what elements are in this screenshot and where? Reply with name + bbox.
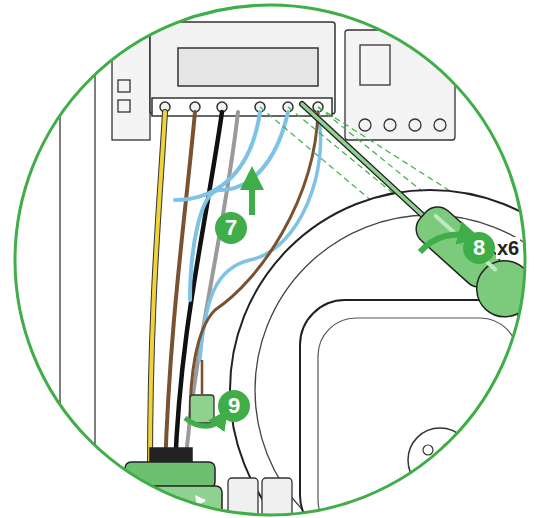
callout-number: 7 bbox=[225, 217, 237, 239]
lift-arrow bbox=[249, 178, 255, 215]
tighten-arrow bbox=[185, 418, 222, 426]
socket-housing bbox=[230, 190, 540, 518]
detail-frame bbox=[15, 5, 525, 515]
callout-number: 8 bbox=[473, 237, 485, 259]
repeat-count: x6 bbox=[496, 237, 520, 259]
screwdriver bbox=[302, 104, 540, 328]
contactor-module bbox=[345, 30, 455, 140]
meter-module bbox=[150, 22, 335, 116]
callout-discs bbox=[215, 212, 495, 422]
turn-arrow bbox=[420, 234, 470, 252]
callout-number: 9 bbox=[228, 395, 240, 417]
small-glands bbox=[190, 360, 292, 518]
